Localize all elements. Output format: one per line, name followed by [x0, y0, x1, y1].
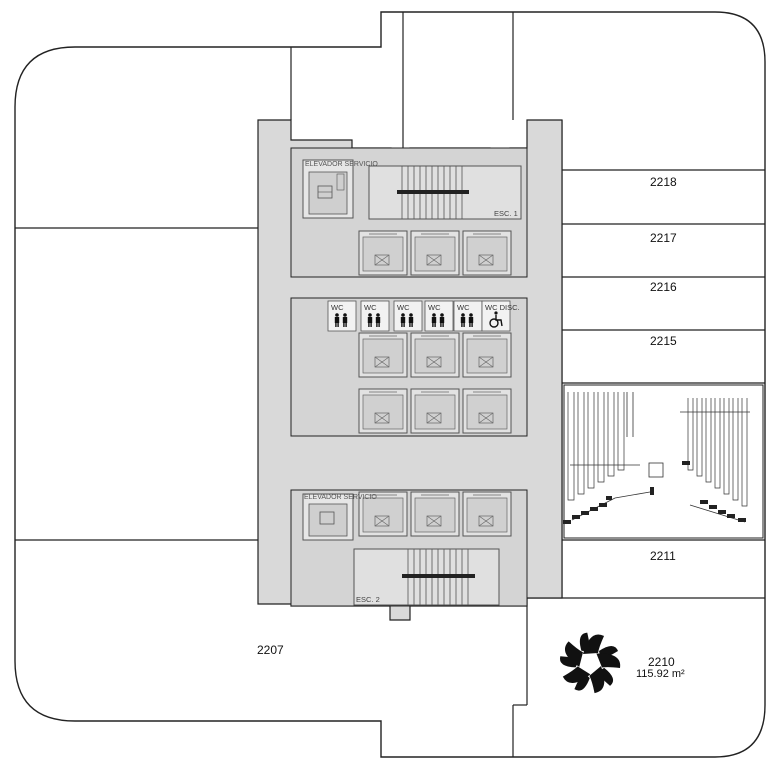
stair-top-label: ESC. 1: [494, 209, 518, 218]
restroom-cell: WC DISC.: [481, 300, 520, 332]
restroom-cell: WC: [393, 300, 423, 332]
people-icon: [400, 313, 414, 327]
unit-2210-area: 115.92 m²: [636, 668, 685, 680]
wheelchair-icon: [489, 311, 503, 328]
service-elevator-top-label: ELEVADOR SERVICIO: [305, 161, 378, 168]
restroom-label: WC: [364, 303, 377, 312]
elevator-cab-icon: [358, 388, 408, 434]
elevator-cab-icon: [410, 230, 460, 276]
restroom-cell: WC: [360, 300, 390, 332]
restroom-cell: WC: [327, 300, 357, 332]
stair-top: ESC. 1: [368, 165, 522, 220]
service-elevator-bottom-label: ELEVADOR SERVICIO: [304, 494, 377, 501]
ramp-drawing: [563, 384, 764, 539]
logo-petal: [562, 666, 591, 684]
restroom-row: WC WC WC WC WC WC DISC.: [327, 300, 520, 332]
restroom-label: WC: [397, 303, 410, 312]
elevator-cab-icon: [462, 332, 512, 378]
unit-2210-label: 2210: [648, 655, 675, 669]
elevator-cab-icon: [410, 388, 460, 434]
stair-bottom-label: ESC. 2: [356, 595, 380, 604]
elevator-cab-icon: [358, 332, 408, 378]
people-icon: [460, 313, 474, 327]
unit-2211-label: 2211: [650, 549, 676, 563]
unit-2216-label: 2216: [650, 280, 677, 294]
elevator-cab-icon: [462, 388, 512, 434]
restroom-cell: WC: [453, 300, 483, 332]
elevator-bank-middle-lower: [358, 388, 512, 434]
logo-petal: [579, 632, 591, 652]
unit-2218-label: 2218: [650, 175, 677, 189]
logo-petal: [564, 641, 583, 667]
people-icon: [367, 313, 381, 327]
restroom-label: WC: [331, 303, 344, 312]
restroom-label: WC DISC.: [485, 303, 520, 312]
logo-petal: [596, 653, 621, 668]
service-elevator-bottom: ELEVADOR SERVICIO: [302, 493, 377, 541]
elevator-cab-icon: [358, 491, 408, 537]
elevator-cab-icon: [410, 491, 460, 537]
unit-2215-label: 2215: [650, 334, 677, 348]
unit-2207-label: 2207: [257, 643, 284, 657]
logo-petal: [589, 666, 605, 694]
elevator-cab-icon: [358, 230, 408, 276]
elevator-cab-icon: [462, 230, 512, 276]
people-icon: [334, 313, 348, 327]
restroom-label: WC: [428, 303, 441, 312]
people-icon: [431, 313, 445, 327]
pentagon-star-logo: [559, 632, 621, 694]
elevator-bank-middle: [358, 332, 512, 378]
elevator-cab-icon: [462, 491, 512, 537]
stair-bottom: ESC. 2: [353, 548, 500, 606]
restroom-label: WC: [457, 303, 470, 312]
restroom-cell: WC: [424, 300, 454, 332]
elevator-bank-bottom: [358, 491, 512, 537]
elevator-cab-icon: [410, 332, 460, 378]
unit-2217-label: 2217: [650, 231, 677, 245]
service-elevator-top: ELEVADOR SERVICIO: [302, 159, 378, 219]
elevator-bank-top: [358, 230, 512, 276]
